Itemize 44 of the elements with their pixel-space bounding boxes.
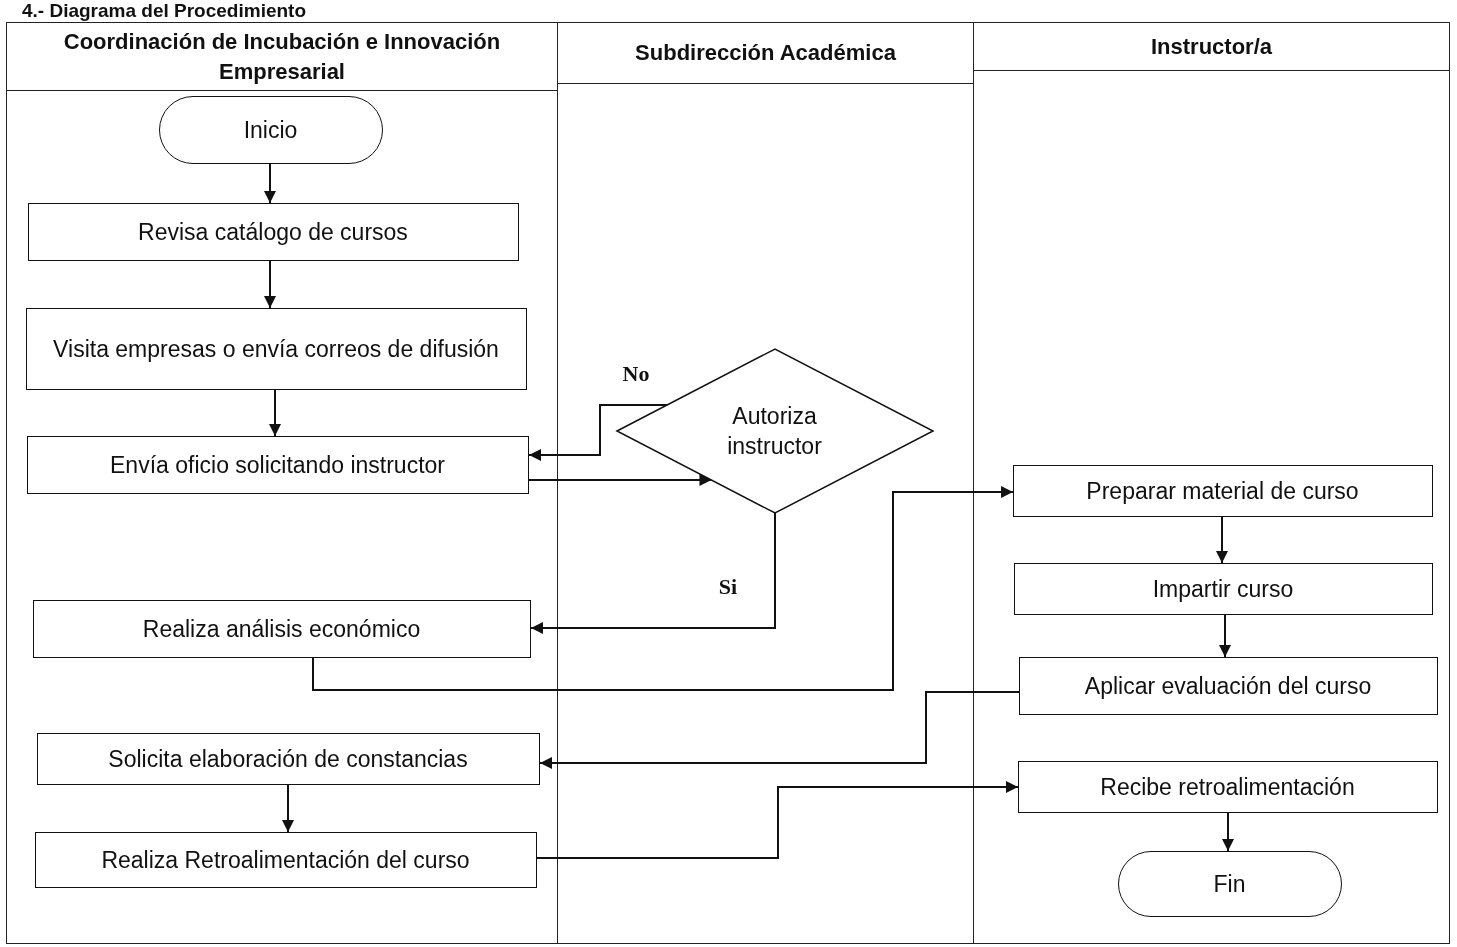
arrow bbox=[269, 389, 281, 437]
process-box bbox=[1017, 760, 1438, 813]
arrow bbox=[312, 486, 1014, 691]
process-box bbox=[1012, 464, 1433, 517]
node-label: Preparar material de curso bbox=[1086, 476, 1359, 506]
node-label: Revisa catálogo de cursos bbox=[138, 217, 408, 247]
arrow bbox=[536, 781, 1019, 859]
node-label: Fin bbox=[1213, 869, 1246, 899]
process-box bbox=[34, 831, 537, 888]
node-label: Impartir curso bbox=[1152, 574, 1294, 604]
process-box bbox=[27, 202, 519, 261]
node-label: Autoriza instructor bbox=[727, 402, 822, 459]
arrow bbox=[539, 691, 1020, 769]
process-box bbox=[32, 599, 531, 658]
process-box bbox=[26, 435, 529, 494]
node-label: Realiza Retroalimentación del curso bbox=[101, 845, 470, 875]
swimlane bbox=[6, 22, 558, 944]
lane-title: Subdirección Académica bbox=[635, 39, 896, 67]
decision-diamond bbox=[616, 348, 933, 513]
node-label: Recibe retroalimentación bbox=[1100, 772, 1355, 802]
swimlane bbox=[557, 22, 974, 944]
lane-title: Instructor/a bbox=[1151, 32, 1272, 61]
node-label: Realiza análisis económico bbox=[142, 614, 421, 644]
arrow bbox=[264, 260, 276, 309]
node-label: Inicio bbox=[243, 115, 298, 145]
arrow bbox=[264, 163, 276, 204]
arrow bbox=[282, 784, 294, 833]
process-box bbox=[36, 732, 540, 785]
node-label: Solicita elaboración de constancias bbox=[108, 744, 468, 774]
node-label: Aplicar evaluación del curso bbox=[1084, 671, 1372, 701]
arrow bbox=[530, 512, 776, 634]
arrow bbox=[528, 474, 713, 486]
process-box bbox=[1013, 562, 1433, 615]
node-label: Visita empresas o envía correos de difusión bbox=[53, 334, 499, 364]
arrow bbox=[528, 404, 669, 461]
lane-title: Coordinación de Incubación e Innovación Empresarial bbox=[62, 27, 502, 86]
swimlane bbox=[973, 22, 1450, 944]
diagram-title: 4.- Diagrama del Procedimiento bbox=[22, 0, 307, 22]
node-label: Envía oficio solicitando instructor bbox=[110, 450, 445, 480]
process-box bbox=[1018, 656, 1438, 715]
arrow bbox=[1216, 516, 1228, 564]
process-box bbox=[25, 307, 527, 390]
arrow bbox=[1222, 812, 1234, 852]
arrow bbox=[1219, 614, 1231, 658]
